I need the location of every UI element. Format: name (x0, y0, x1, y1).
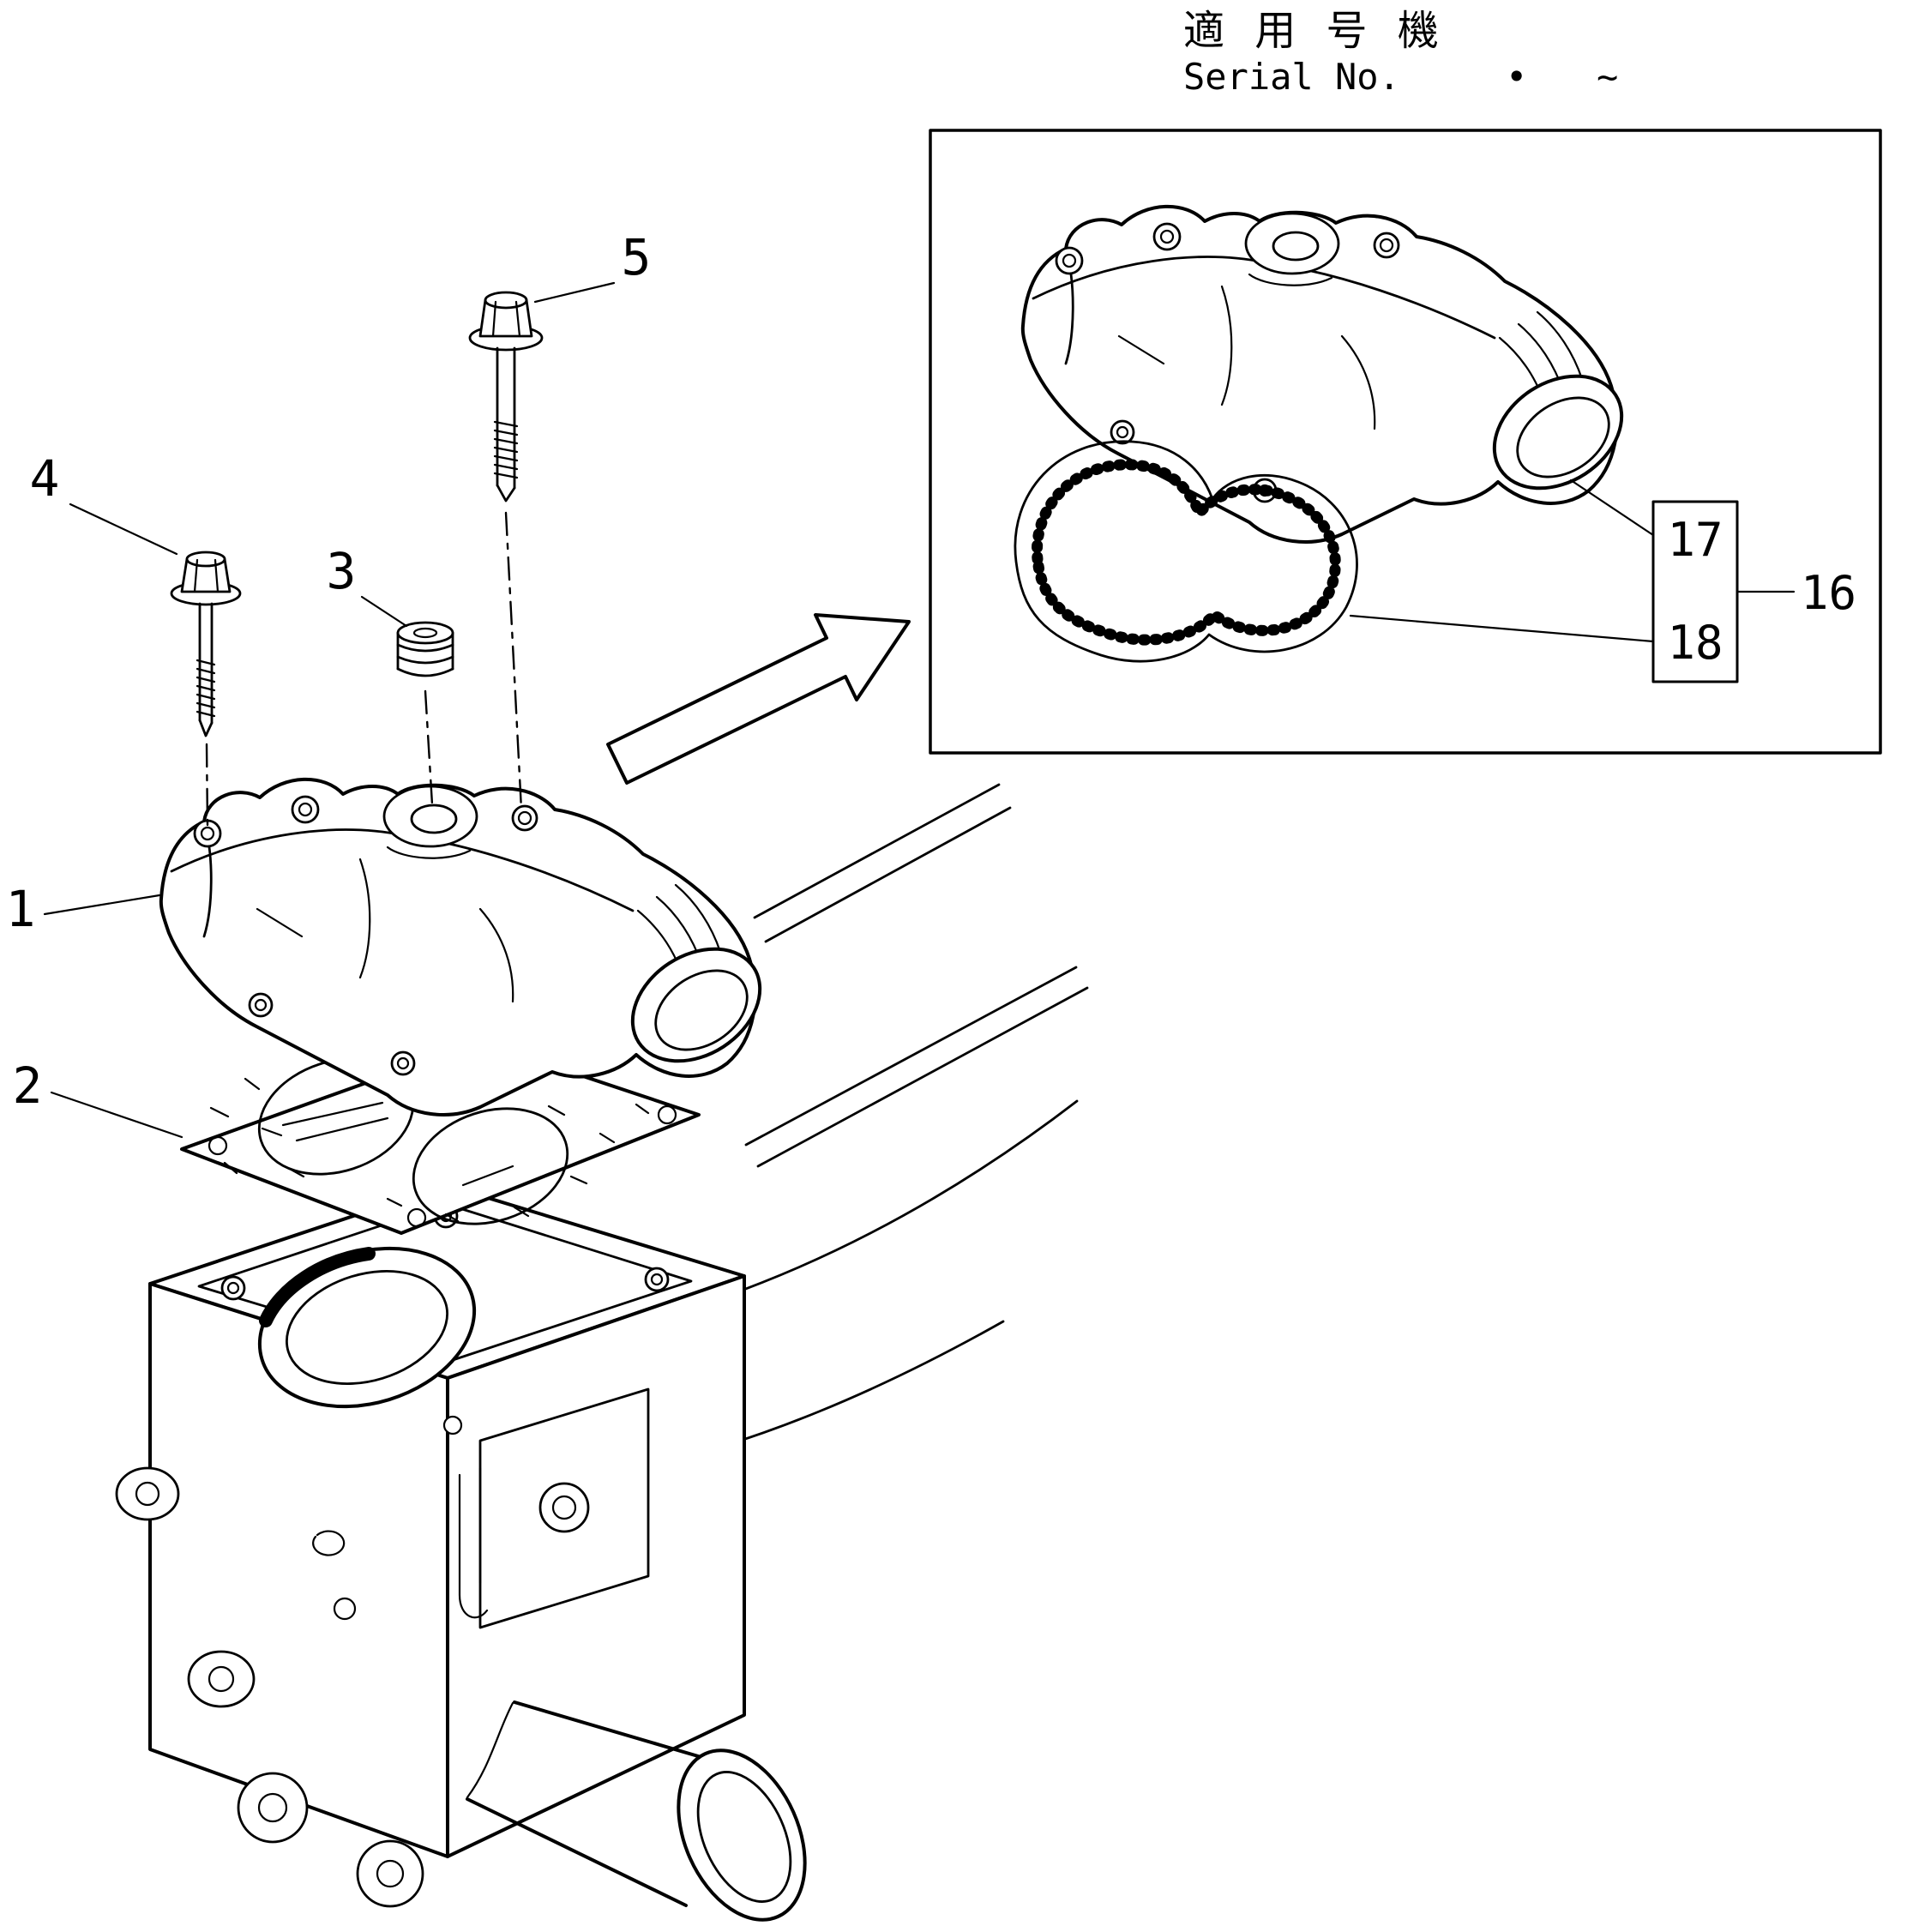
bolt-5-centerline (504, 511, 523, 811)
inset-view: 17 18 16 (929, 129, 1882, 755)
callout-4: 4 (30, 449, 60, 508)
header: 適 用 号 機 Serial No. • ~ (1183, 7, 1618, 98)
gasket (180, 1040, 701, 1235)
bolt-5 (468, 291, 544, 811)
oring-gasket (1014, 440, 1358, 663)
applicable-machines-label: 適 用 号 機 (1183, 7, 1447, 55)
serial-dot: • (1506, 56, 1527, 98)
main-view: 5 4 3 1 2 (6, 228, 1089, 1922)
callout-16: 16 (1801, 566, 1856, 620)
bolt-4 (170, 551, 242, 827)
serial-no-label: Serial No. (1183, 56, 1400, 98)
callout-5: 5 (622, 228, 652, 286)
callout-2: 2 (13, 1056, 43, 1115)
callouts: 5 4 3 1 2 (6, 228, 652, 1139)
inset-callouts: 17 18 16 (1349, 478, 1856, 683)
plug-3 (396, 621, 454, 806)
water-manifold (159, 777, 783, 1116)
engine-block (115, 1183, 807, 1922)
serial-tilde: ~ (1597, 56, 1618, 98)
callout-18: 18 (1667, 616, 1723, 670)
plug-3-centerline (424, 689, 434, 806)
callout-1: 1 (6, 880, 36, 938)
callout-3: 3 (327, 542, 357, 600)
bolt-4-centerline (205, 743, 209, 827)
direction-arrow (606, 613, 911, 785)
callout-17: 17 (1667, 513, 1723, 567)
block-outlet-pipe (466, 1700, 807, 1922)
gasket-hole (412, 1107, 569, 1225)
